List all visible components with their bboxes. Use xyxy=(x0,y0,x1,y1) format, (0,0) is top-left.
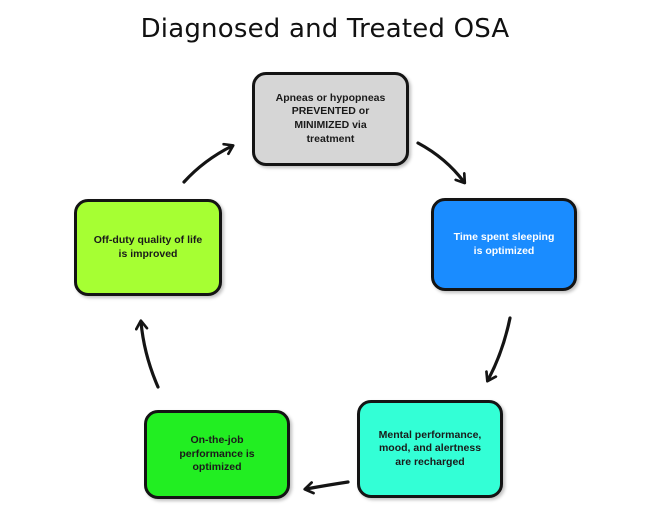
node-life-label: Off-duty quality of life is improved xyxy=(93,233,203,260)
node-sleep-optimized: Time spent sleeping is optimized xyxy=(431,198,577,291)
node-sleep-label: Time spent sleeping is optimized xyxy=(453,230,555,257)
node-job-performance: On-the-job performance is optimized xyxy=(144,410,290,499)
node-mental-recharged: Mental performance, mood, and alertness … xyxy=(357,400,503,498)
node-mental-label: Mental performance, mood, and alertness … xyxy=(378,428,482,468)
arrow-apneas-to-sleep xyxy=(416,141,467,185)
diagram-title: Diagnosed and Treated OSA xyxy=(140,14,510,44)
arrow-sleep-to-mental xyxy=(485,316,512,383)
arrow-job-to-life xyxy=(134,319,160,389)
node-job-label: On-the-job performance is optimized xyxy=(179,434,255,474)
node-apneas-label: Apneas or hypopneas PREVENTED or MINIMIZ… xyxy=(275,91,386,145)
node-apneas-prevented: Apneas or hypopneas PREVENTED or MINIMIZ… xyxy=(252,72,409,166)
node-quality-of-life: Off-duty quality of life is improved xyxy=(74,199,222,296)
arrow-life-to-apneas xyxy=(182,142,235,184)
arrow-mental-to-job xyxy=(303,480,350,495)
